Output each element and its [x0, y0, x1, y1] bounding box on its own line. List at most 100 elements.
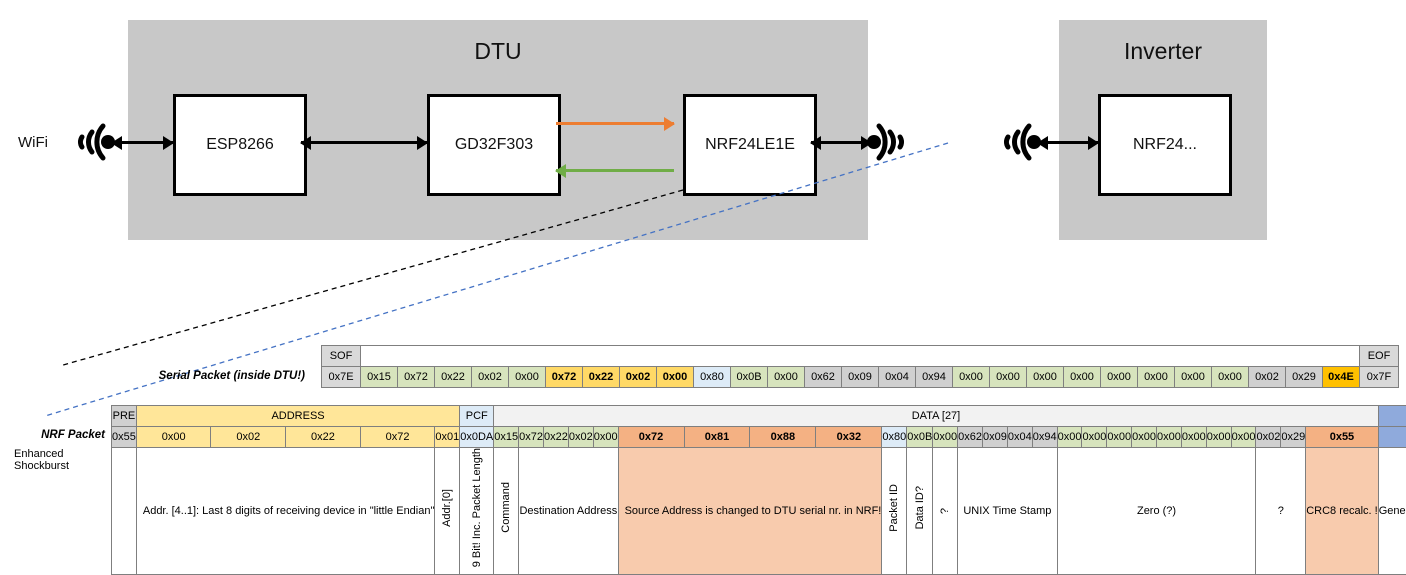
nrf-byte-13: 0x09: [983, 427, 1008, 448]
serial-byte-15: 0x94: [916, 367, 953, 388]
nrf-annotation-row: Addr. [4..1]: Last 8 digits of receiving…: [112, 448, 1406, 575]
dtu-title: DTU: [128, 38, 868, 65]
nrf-pre-value: 0x55: [112, 427, 137, 448]
nrf-byte-24: 0x02: [1256, 427, 1281, 448]
serial-byte-24: 0x02: [1249, 367, 1286, 388]
arrow-esp8266-to-gd32f303: [301, 141, 427, 144]
serial-byte-0: 0x15: [361, 367, 398, 388]
block-diagram: DTU Inverter ESP8266 GD32F303 NRF24LE1E …: [0, 0, 1406, 260]
nrf-address-byte-3: 0x72: [360, 427, 435, 448]
nrf-byte-11: 0x00: [933, 427, 958, 448]
enhanced-shockburst-label: Enhanced Shockburst: [0, 448, 105, 472]
serial-byte-20: 0x00: [1101, 367, 1138, 388]
nrf-byte-7: 0x88: [750, 427, 816, 448]
serial-byte-16: 0x00: [953, 367, 990, 388]
serial-packet-label: Serial Packet (inside DTU!): [0, 370, 305, 382]
serial-byte-21: 0x00: [1138, 367, 1175, 388]
nrf-annot-zero: Zero (?): [1057, 448, 1256, 575]
serial-byte-23: 0x00: [1212, 367, 1249, 388]
wifi-label: WiFi: [18, 134, 48, 151]
inverter-antenna-icon: [988, 116, 1042, 168]
nrf-byte-9: 0x80: [882, 427, 907, 448]
inverter-title: Inverter: [1059, 38, 1267, 65]
serial-header-row: SOF EOF: [322, 346, 1399, 367]
serial-byte-1: 0x72: [398, 367, 435, 388]
nrf-byte-17: 0x00: [1082, 427, 1107, 448]
nrf-crc-header: NRF CRC: [1378, 406, 1406, 427]
serial-byte-3: 0x02: [472, 367, 509, 388]
arrow-nrf24le1e-to-antenna: [811, 141, 871, 144]
nrf-data-header: DATA [27]: [494, 406, 1378, 427]
nrf-byte-26: 0x55: [1306, 427, 1379, 448]
serial-byte-2: 0x22: [435, 367, 472, 388]
nrf-annot-nrf-crc: Generated automatically. Dont Care!: [1378, 448, 1406, 575]
nrf-byte-25: 0x29: [1281, 427, 1306, 448]
nrf-annot-unknown-2: ?: [1256, 448, 1306, 575]
serial-byte-14: 0x04: [879, 367, 916, 388]
nrf-byte-2: 0x22: [544, 427, 569, 448]
nrf-annot-addr0-text: Addr.[0]: [441, 489, 453, 527]
serial-byte-11: 0x00: [768, 367, 805, 388]
nrf-byte-14: 0x04: [1007, 427, 1032, 448]
nrf-annot-unknown-1: ?: [933, 448, 958, 575]
nrf-annot-unknown-1-text: ?: [939, 508, 951, 514]
nrf-byte-3: 0x02: [568, 427, 593, 448]
serial-byte-13: 0x09: [842, 367, 879, 388]
nrf-annot-data-id: Data ID?: [907, 448, 933, 575]
serial-byte-6: 0x22: [583, 367, 620, 388]
nrf-address-header: ADDRESS: [136, 406, 459, 427]
serial-sof-header: SOF: [322, 346, 361, 367]
nrf-pcf-header: PCF: [460, 406, 494, 427]
nrf-byte-5: 0x72: [618, 427, 684, 448]
serial-byte-4: 0x00: [509, 367, 546, 388]
serial-sof-value: 0x7E: [322, 367, 361, 388]
arrow-command-gd32-to-nrf: [556, 122, 674, 125]
nrf-byte-6: 0x81: [684, 427, 750, 448]
wifi-antenna-icon: [62, 116, 116, 168]
nrf-byte-18: 0x00: [1107, 427, 1132, 448]
arrow-response-nrf-to-gd32: [556, 169, 674, 172]
nrf-annot-packet-id: Packet ID: [882, 448, 907, 575]
nrf-byte-10: 0x0B: [907, 427, 933, 448]
nrf-byte-0: 0x15: [494, 427, 519, 448]
arrow-inverter-antenna-to-nrf24: [1038, 141, 1098, 144]
nrf-packet-label: NRF Packet: [0, 429, 105, 441]
nrf-annot-address: Addr. [4..1]: Last 8 digits of receiving…: [136, 448, 435, 575]
nrf-annot-destination: Destination Address: [519, 448, 618, 575]
serial-byte-19: 0x00: [1064, 367, 1101, 388]
serial-byte-12: 0x62: [805, 367, 842, 388]
nrf-address-byte-0: 0x00: [136, 427, 211, 448]
serial-byte-25: 0x29: [1286, 367, 1323, 388]
nrf-annot-source: Source Address is changed to DTU serial …: [618, 448, 882, 575]
nrf-annot-crc8: CRC8 recalc. !: [1306, 448, 1379, 575]
nrf-byte-20: 0x00: [1157, 427, 1182, 448]
nrf-dtu-antenna-icon: [866, 116, 920, 168]
serial-eof-header: EOF: [1360, 346, 1399, 367]
serial-byte-9: 0x80: [694, 367, 731, 388]
nrf-byte-1: 0x72: [519, 427, 544, 448]
nrf-byte-8: 0x32: [816, 427, 882, 448]
nrf-byte-21: 0x00: [1181, 427, 1206, 448]
nrf-byte-16: 0x00: [1057, 427, 1082, 448]
nrf-byte-4: 0x00: [593, 427, 618, 448]
nrf-address-byte-1: 0x02: [211, 427, 286, 448]
serial-byte-10: 0x0B: [731, 367, 768, 388]
nrf-byte-23: 0x00: [1231, 427, 1256, 448]
serial-byte-22: 0x00: [1175, 367, 1212, 388]
serial-byte-8: 0x00: [657, 367, 694, 388]
nrf-annot-pcf: 9 Bit! Inc. Packet Length: [460, 448, 494, 575]
nrf-annot-packet-id-text: Packet ID: [888, 484, 900, 532]
nrf-annot-pre-spacer: [112, 448, 137, 575]
nrf-annot-timestamp: UNIX Time Stamp: [958, 448, 1057, 575]
nrf-byte-22: 0x00: [1206, 427, 1231, 448]
chip-gd32f303: GD32F303: [427, 94, 561, 196]
nrf-annot-addr0: Addr.[0]: [435, 448, 460, 575]
chip-nrf24le1e: NRF24LE1E: [683, 94, 817, 196]
serial-byte-18: 0x00: [1027, 367, 1064, 388]
nrf-address-byte-4: 0x01: [435, 427, 460, 448]
